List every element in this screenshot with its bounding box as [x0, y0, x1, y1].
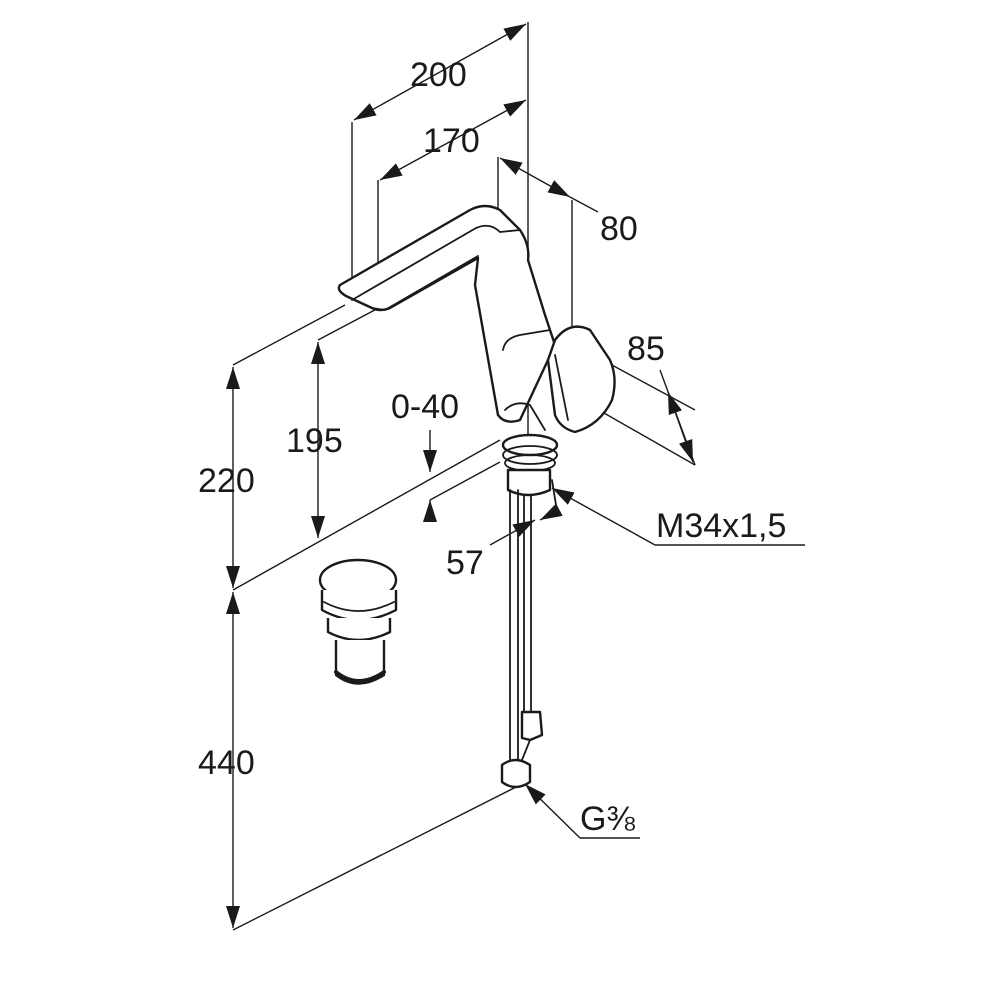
label-85: 85 — [627, 330, 665, 368]
spout — [337, 204, 557, 423]
label-200: 200 — [410, 56, 467, 94]
dimension-labels: 200 170 80 85 0-40 195 220 57 M34x1,5 44… — [198, 56, 786, 838]
label-57: 57 — [446, 544, 484, 582]
label-80: 80 — [600, 210, 638, 248]
label-170: 170 — [423, 122, 480, 160]
mounting-ring — [501, 433, 559, 457]
faucet — [337, 204, 616, 789]
dimension-lines — [226, 23, 805, 928]
label-thread: M34x1,5 — [656, 507, 786, 545]
label-195: 195 — [286, 422, 343, 460]
label-220: 220 — [198, 462, 255, 500]
lever-handle — [546, 325, 616, 434]
label-connection: G⅜ — [580, 800, 635, 838]
label-440: 440 — [198, 744, 255, 782]
pop-up-drain — [318, 558, 398, 685]
label-0-40: 0-40 — [391, 388, 459, 426]
hose-connector-nut — [500, 758, 532, 789]
